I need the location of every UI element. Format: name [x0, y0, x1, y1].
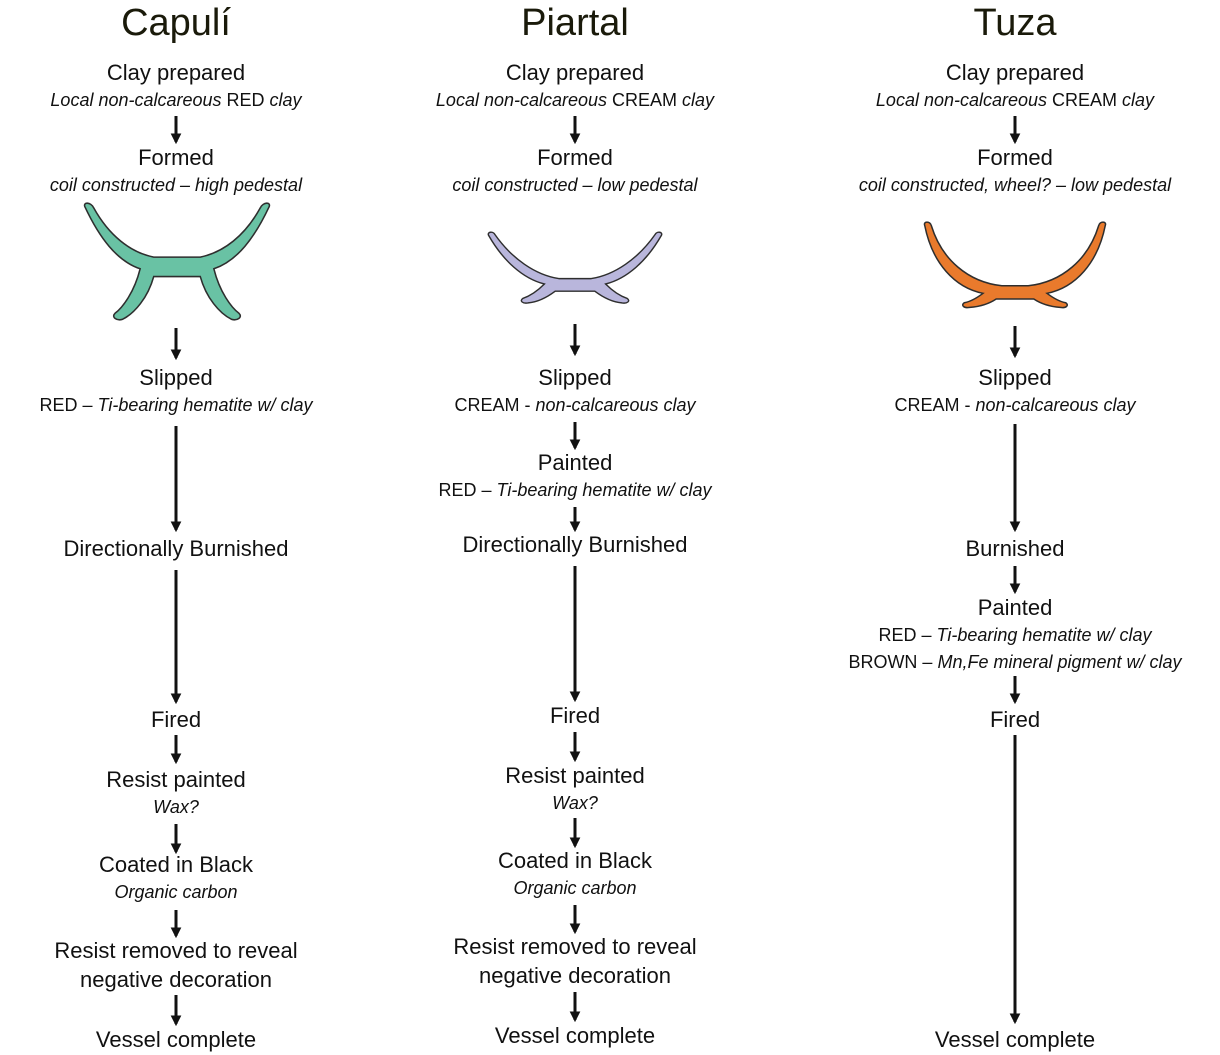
- step-detail: RED – Ti-bearing hematite w/ clay: [39, 395, 313, 415]
- step-slipped: Slipped: [978, 365, 1052, 390]
- step-painted: Painted: [537, 450, 613, 475]
- step-resist-painted: Resist painted: [505, 763, 645, 788]
- step-vessel-complete: Vessel complete: [95, 1027, 257, 1052]
- step-directionally-burnished: Directionally Burnished: [63, 536, 289, 561]
- step-detail: BROWN – Mn,Fe mineral pigment w/ clay: [848, 652, 1182, 672]
- step-formed: Formed: [138, 145, 214, 170]
- vessel-shape: [83, 202, 271, 321]
- vessel-profile-high-pedestal: [83, 202, 271, 321]
- column-title: Piartal: [521, 2, 629, 44]
- step-detail: Wax?: [552, 793, 598, 813]
- step-resist-removed-line2: negative decoration: [79, 967, 273, 992]
- step-resist-removed: Resist removed to reveal: [453, 934, 697, 959]
- step-fired: Fired: [989, 707, 1041, 732]
- step-detail: coil constructed – low pedestal: [452, 175, 698, 195]
- step-resist-painted: Resist painted: [106, 767, 246, 792]
- step-detail: Local non-calcareous CREAM clay: [875, 90, 1155, 110]
- step-formed: Formed: [977, 145, 1053, 170]
- step-detail: Wax?: [153, 797, 199, 817]
- vessel-profile-low-pedestal: [923, 221, 1107, 309]
- step-vessel-complete: Vessel complete: [494, 1023, 656, 1048]
- step-clay-prepared: Clay prepared: [945, 60, 1085, 85]
- step-detail: coil constructed, wheel? – low pedestal: [858, 175, 1172, 195]
- step-clay-prepared: Clay prepared: [106, 60, 246, 85]
- column-capuli: Capulí Clay prepared Local non-calcareou…: [0, 0, 352, 1055]
- step-vessel-complete: Vessel complete: [934, 1027, 1096, 1052]
- step-directionally-burnished: Directionally Burnished: [462, 532, 688, 557]
- step-detail: CREAM - non-calcareous clay: [454, 395, 696, 415]
- step-coated-in-black: Coated in Black: [98, 852, 254, 877]
- vessel-profile-low-pedestal: [487, 231, 663, 304]
- vessel-shape: [487, 231, 663, 304]
- step-slipped: Slipped: [139, 365, 213, 390]
- step-formed: Formed: [537, 145, 613, 170]
- step-resist-removed-line2: negative decoration: [478, 963, 672, 988]
- step-burnished: Burnished: [965, 536, 1065, 561]
- step-detail: Organic carbon: [114, 882, 238, 902]
- step-detail: RED – Ti-bearing hematite w/ clay: [878, 625, 1152, 645]
- step-slipped: Slipped: [538, 365, 612, 390]
- step-detail: coil constructed – high pedestal: [49, 175, 303, 195]
- column-title: Capulí: [121, 2, 231, 44]
- step-clay-prepared: Clay prepared: [505, 60, 645, 85]
- step-detail: Local non-calcareous CREAM clay: [435, 90, 715, 110]
- step-fired: Fired: [549, 703, 601, 728]
- step-resist-removed: Resist removed to reveal: [54, 938, 298, 963]
- column-tuza: Tuza Clay prepared Local non-calcareous …: [810, 0, 1220, 1055]
- step-painted: Painted: [977, 595, 1053, 620]
- column-title: Tuza: [973, 2, 1057, 44]
- step-detail: RED – Ti-bearing hematite w/ clay: [438, 480, 712, 500]
- step-detail: Organic carbon: [513, 878, 637, 898]
- step-detail: Local non-calcareous RED clay: [50, 90, 302, 110]
- vessel-shape: [923, 221, 1107, 309]
- step-fired: Fired: [150, 707, 202, 732]
- column-piartal: Piartal Clay prepared Local non-calcareo…: [380, 0, 770, 1055]
- step-coated-in-black: Coated in Black: [497, 848, 653, 873]
- step-detail: CREAM - non-calcareous clay: [894, 395, 1136, 415]
